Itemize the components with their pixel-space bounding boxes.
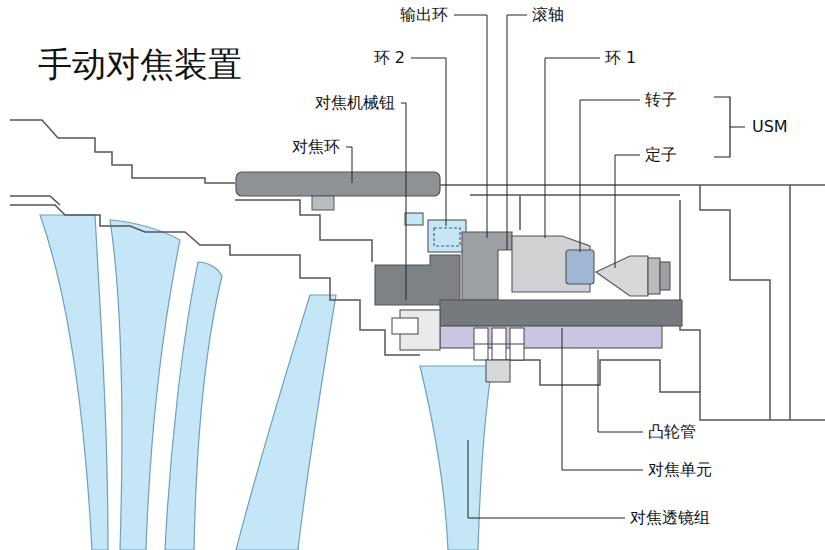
housing-line: [789, 185, 791, 420]
leader-line: [580, 100, 640, 252]
lens-element: [165, 262, 222, 550]
part-label: 定子: [645, 146, 677, 164]
leader-line: [454, 15, 487, 238]
leader-lines: [346, 15, 643, 518]
housing-line: [235, 200, 372, 262]
part-label: 输出环: [400, 6, 448, 24]
part-label: 滚轴: [532, 6, 564, 24]
leader-line: [411, 58, 446, 226]
lens-element: [40, 215, 108, 550]
diagram-title: 手动对焦装置: [38, 44, 242, 84]
stator: [596, 256, 648, 296]
stator-disc: [648, 258, 660, 294]
small-part: [405, 213, 423, 225]
lens-elements: [40, 215, 492, 550]
stator-disc: [660, 262, 670, 290]
part-label: 转子: [645, 91, 677, 109]
leader-line: [615, 155, 640, 268]
mechanism: [375, 213, 682, 350]
housing-line: [519, 195, 521, 230]
housing-line: [10, 205, 420, 355]
roller-line: [474, 344, 524, 345]
lens-element: [236, 295, 336, 550]
roller-pin: [486, 360, 510, 382]
part-label: 对焦机械钮: [315, 94, 395, 112]
leader-line: [598, 350, 643, 432]
part-label: 环 2: [374, 49, 405, 67]
focus-ring-grip: [312, 196, 334, 210]
usm-bracket: [714, 97, 745, 157]
part-label: 环 1: [605, 49, 636, 67]
part-label: 对焦单元: [648, 461, 712, 479]
ring-2-dashed: [434, 228, 460, 246]
housing-line: [680, 200, 700, 392]
housing-line: [470, 194, 680, 196]
knob-bearing: [392, 318, 418, 334]
leader-line: [562, 328, 643, 470]
housing-line: [492, 360, 825, 420]
part-label: USM: [752, 118, 788, 136]
part-label: 凸轮管: [648, 423, 696, 441]
housing-line: [10, 120, 235, 183]
output-ring: [462, 232, 512, 300]
part-label: 对焦透镜组: [630, 509, 710, 527]
leader-line: [507, 15, 527, 250]
focus-knob: [375, 255, 460, 305]
focus-ring: [236, 172, 440, 196]
leader-line: [401, 103, 406, 300]
housing-line: [10, 196, 60, 205]
ring-2: [428, 220, 466, 252]
focus-unit: [440, 300, 682, 326]
housing-line: [700, 185, 770, 420]
cam-tube: [440, 326, 662, 348]
leader-line: [468, 440, 625, 518]
rollers: [474, 328, 524, 382]
focus-lens-group: [420, 366, 492, 550]
housing-outline: [10, 120, 825, 420]
leader-line: [346, 147, 352, 183]
leader-line: [545, 58, 600, 238]
housing-line: [440, 184, 825, 186]
rotor: [566, 250, 594, 284]
part-label: 对焦环: [292, 138, 340, 156]
